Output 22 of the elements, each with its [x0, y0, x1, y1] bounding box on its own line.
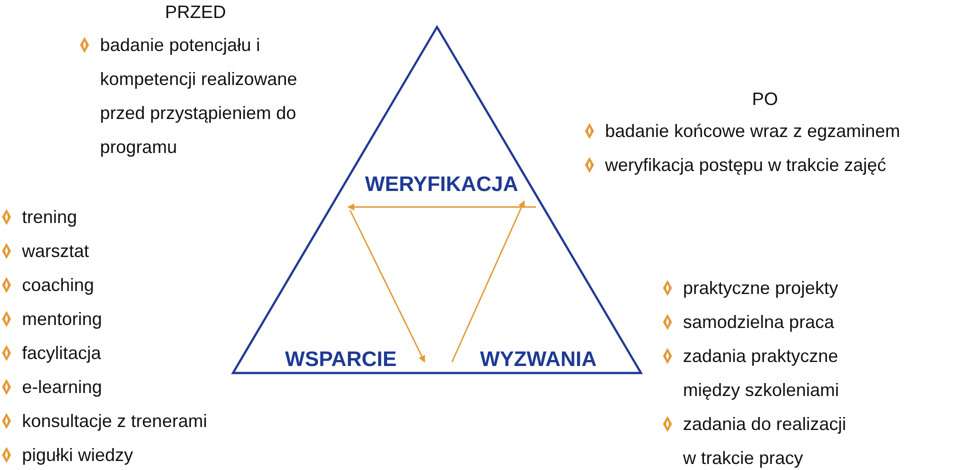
list-item-text: badanie końcowe wraz z egzaminem	[605, 120, 900, 143]
arrow	[347, 204, 536, 210]
corner-label: WYZWANIA	[480, 349, 597, 371]
list-item-text: praktyczne projekty	[683, 277, 838, 300]
section-heading: PRZED	[165, 1, 226, 24]
list-item-text: facylitacja	[22, 342, 102, 365]
arrow	[349, 210, 426, 363]
list-item-text: mentoring	[22, 308, 102, 331]
list-item-text: weryfikacja postępu w trakcie zajęć	[605, 154, 886, 177]
list-item-text: zadania do realizacji w trakcie pracy	[683, 413, 848, 470]
list-item-text: samodzielna praca	[683, 311, 834, 334]
section-heading: PO	[752, 88, 778, 111]
list-item-text: e-learning	[22, 376, 102, 399]
corner-label: WSPARCIE	[285, 349, 397, 371]
list-item-text: warsztat	[22, 240, 90, 263]
list-item-text: konsultacje z trenerami	[22, 410, 208, 433]
corner-label: WERYFIKACJA	[365, 174, 518, 196]
list-item-text: trening	[22, 206, 78, 229]
list-item-text: pigułki wiedzy	[22, 444, 134, 467]
list-item-text: badanie potencjału i kompetencji realizowane przed przystąpieniem do programu	[100, 34, 298, 159]
list-item-text: coaching	[22, 274, 94, 297]
arrow	[451, 200, 525, 362]
